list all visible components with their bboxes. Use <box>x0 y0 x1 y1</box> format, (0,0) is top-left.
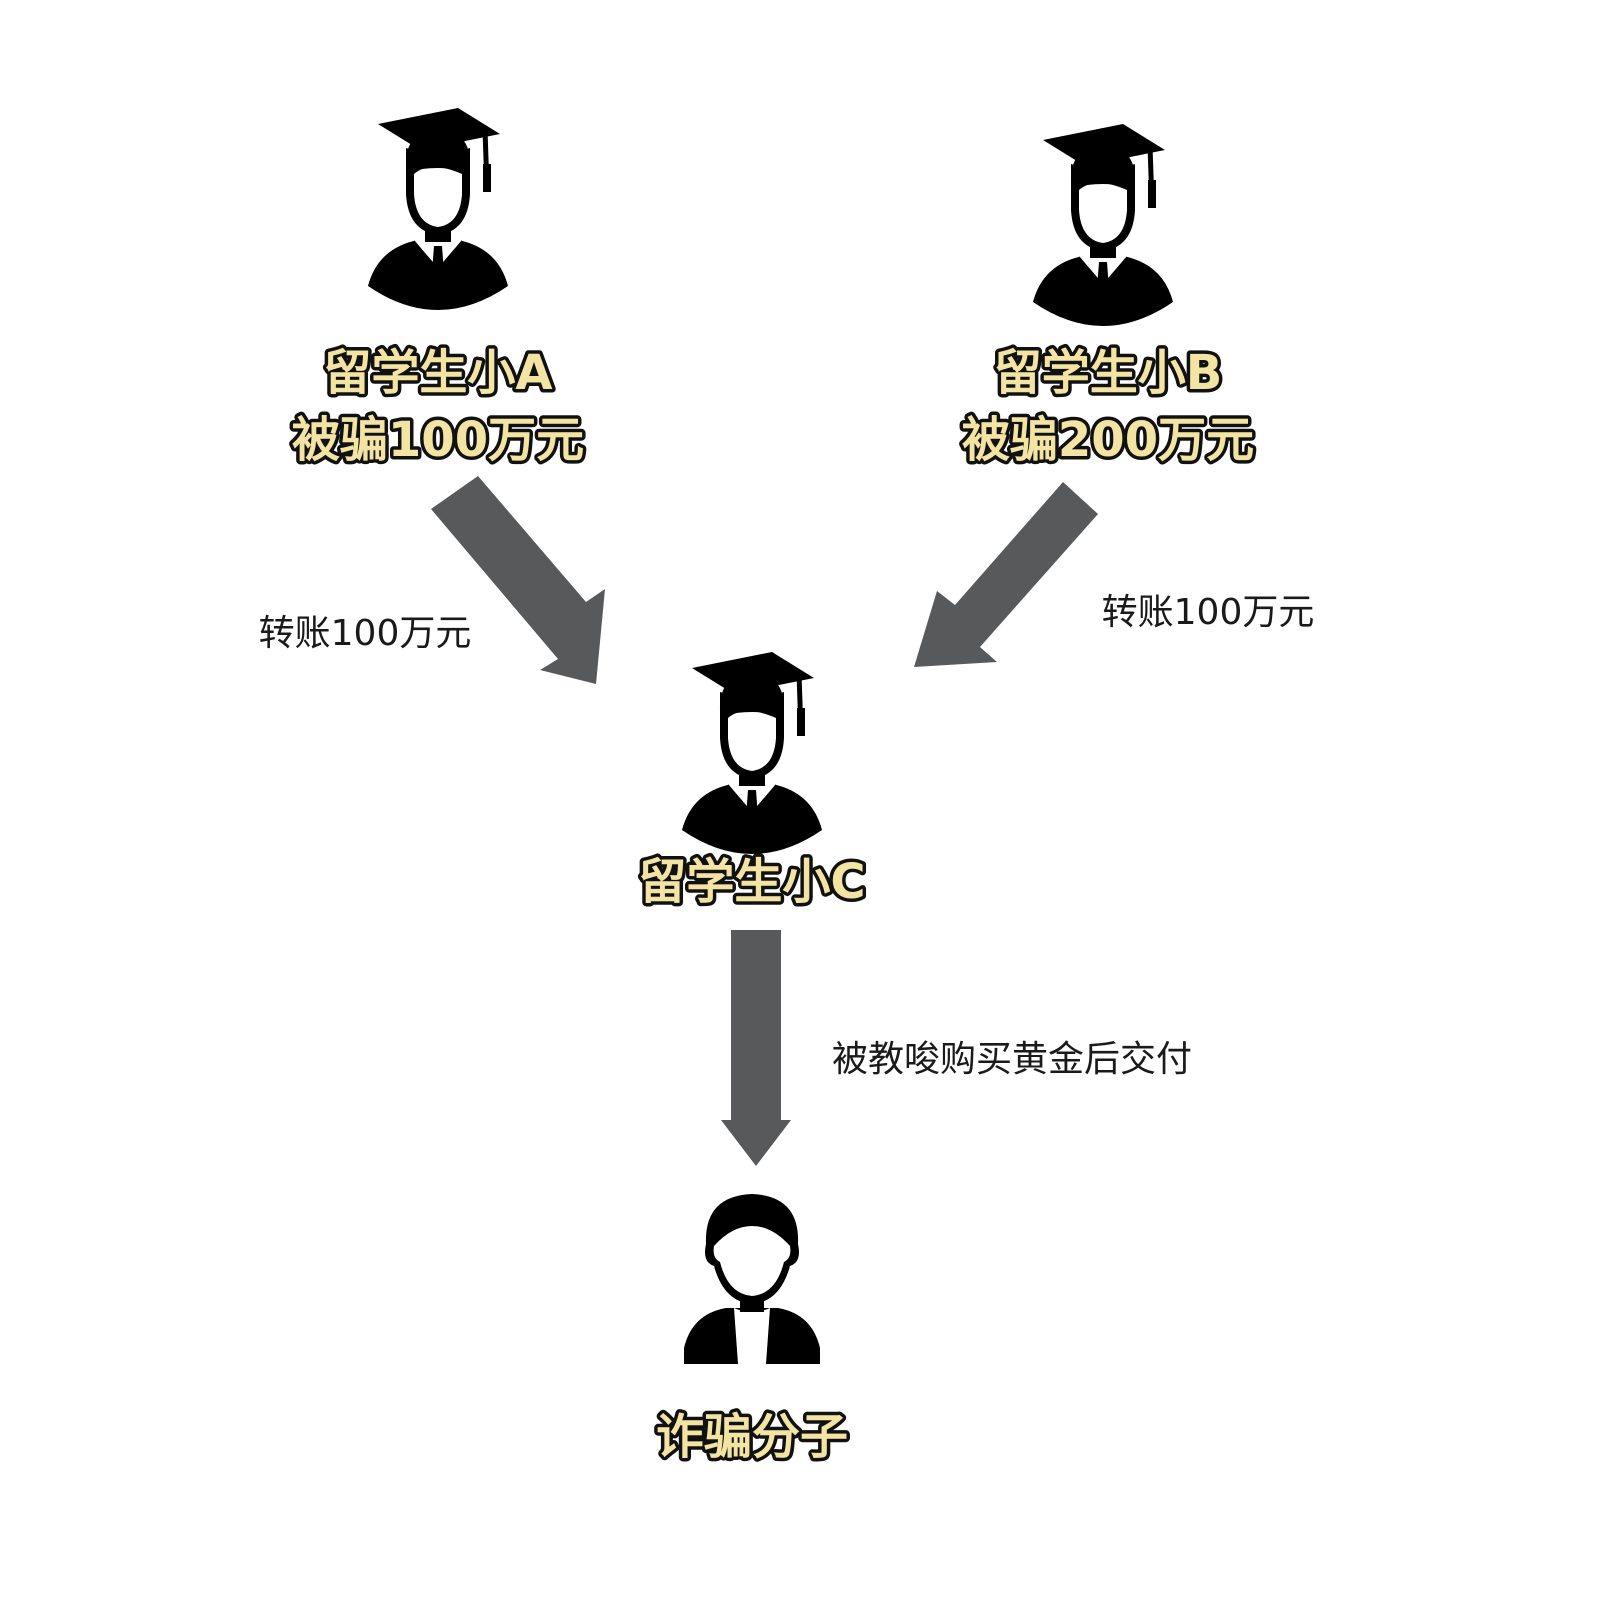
student-a-graduate-icon <box>368 108 508 310</box>
flow-a-to-c-label: 转账100万元 <box>259 613 472 654</box>
flow-c-to-scammer-label: 被教唆购买黄金后交付 <box>832 1039 1192 1080</box>
student-b-loss: 被骗200万元 <box>962 412 1254 468</box>
student-c-name: 留学生小C <box>638 854 865 910</box>
student-a-name: 留学生小A <box>323 345 552 401</box>
student-b-name: 留学生小B <box>994 345 1223 401</box>
scammer-name: 诈骗分子 <box>656 1409 848 1465</box>
student-b-graduate-icon <box>1033 124 1173 326</box>
arrow-b-to-c <box>914 482 1098 667</box>
scammer-person-icon <box>684 1194 820 1364</box>
arrow-a-to-c <box>431 476 605 684</box>
student-a-loss: 被骗100万元 <box>292 412 584 468</box>
flow-b-to-c-label: 转账100万元 <box>1102 592 1315 633</box>
arrow-c-to-scammer <box>721 930 791 1166</box>
student-c-graduate-icon <box>682 652 822 854</box>
